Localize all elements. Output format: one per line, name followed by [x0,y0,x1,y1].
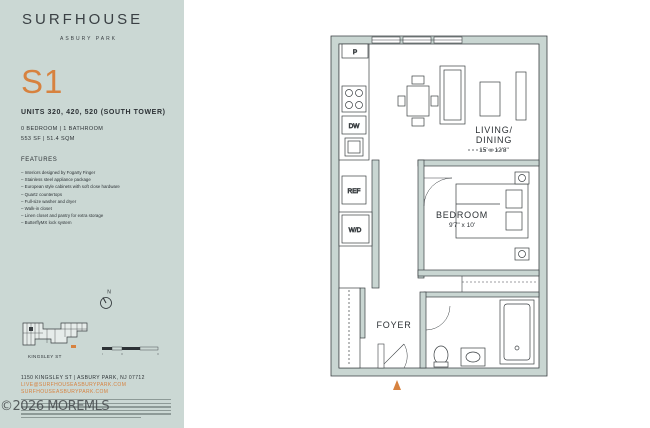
foyer-closet [338,287,361,369]
unit-numbers: UNITS 320, 420, 520 (SOUTH TOWER) [21,109,166,116]
email-link[interactable]: LIVE@SURFHOUSEASBURYPARK.COM [21,382,127,388]
feature-item: ButterflyMX lock system [21,219,120,226]
entry-arrow-icon [393,380,401,390]
pillow [505,211,523,231]
lamp-icon [518,174,526,182]
site-map [22,322,88,348]
pantry [341,43,369,59]
features-title: FEATURES [21,157,58,163]
feature-item: Quartz countertops [21,191,120,198]
feature-item: Walk-in closet [21,205,120,212]
living-furniture [397,65,527,151]
top-windows [371,36,463,44]
bathroom [425,299,535,368]
dishwasher [341,115,367,135]
feature-item: Stainless steel appliance package [21,176,120,183]
feature-item: Full-size washer and dryer [21,198,120,205]
website-link[interactable]: SURFHOUSEASBURYPARK.COM [21,389,109,395]
foyer-label: FOYER [376,320,411,330]
fine-print [21,399,171,420]
bedroom-dim: 9'7" x 10' [449,222,475,229]
bedroom-label: BEDROOM [436,210,488,220]
chair [397,95,406,107]
compass-icon: N [100,290,112,309]
living-label-1: LIVING/ [475,125,513,135]
closet [461,276,536,292]
street-label: KINGSLEY ST [28,354,62,359]
outer-walls [330,35,548,377]
compass-label: N [107,290,111,296]
bedroom-furniture [423,171,530,261]
interior-walls [359,159,540,369]
tv-console [515,71,527,121]
pillow [505,189,523,209]
feature-item: Interiors designed by Fogarty Finger [21,169,120,176]
watermark: ©2026 MOREMLS [0,399,110,414]
cooktop [341,85,367,113]
feature-item: European style cabinets with soft close … [21,183,120,190]
kitchen-counter: P DW REF W/D [338,43,373,247]
brand-location: ASBURY PARK [60,36,118,42]
living-label-2: DINING [476,135,512,145]
lamp-icon [518,250,526,258]
chair [430,95,439,107]
unit-rooms: 0 BEDROOM | 1 BATHROOM [21,126,104,132]
feature-item: Linen closet and pantry for extra storag… [21,212,120,219]
features-list: Interiors designed by Fogarty Finger Sta… [21,169,120,227]
brand-name: SURFHOUSE [22,11,144,28]
address: 1150 KINGSLEY ST | ASBURY PARK, NJ 07712 [21,375,145,381]
floor-plan: P DW REF W/D LIVING/ DININ [330,35,548,390]
chair [411,75,425,85]
dining-table [406,85,430,117]
coffee-table [479,81,501,117]
unit-size: 553 SF | 51.4 SQM [21,136,75,142]
info-panel: SURFHOUSE ASBURY PARK S1 UNITS 320, 420,… [0,0,184,428]
toilet [433,345,449,365]
living-dim: 15' x 12'8" [479,147,509,154]
refrigerator [341,175,367,205]
washer-label: W/D [349,227,362,234]
scale-bar [102,346,159,355]
dishwasher-label: DW [349,123,361,130]
entry-door [377,343,408,369]
pantry-label: P [353,49,357,56]
unit-code: S1 [21,63,64,100]
chair [411,117,425,127]
fridge-label: REF [348,188,361,195]
